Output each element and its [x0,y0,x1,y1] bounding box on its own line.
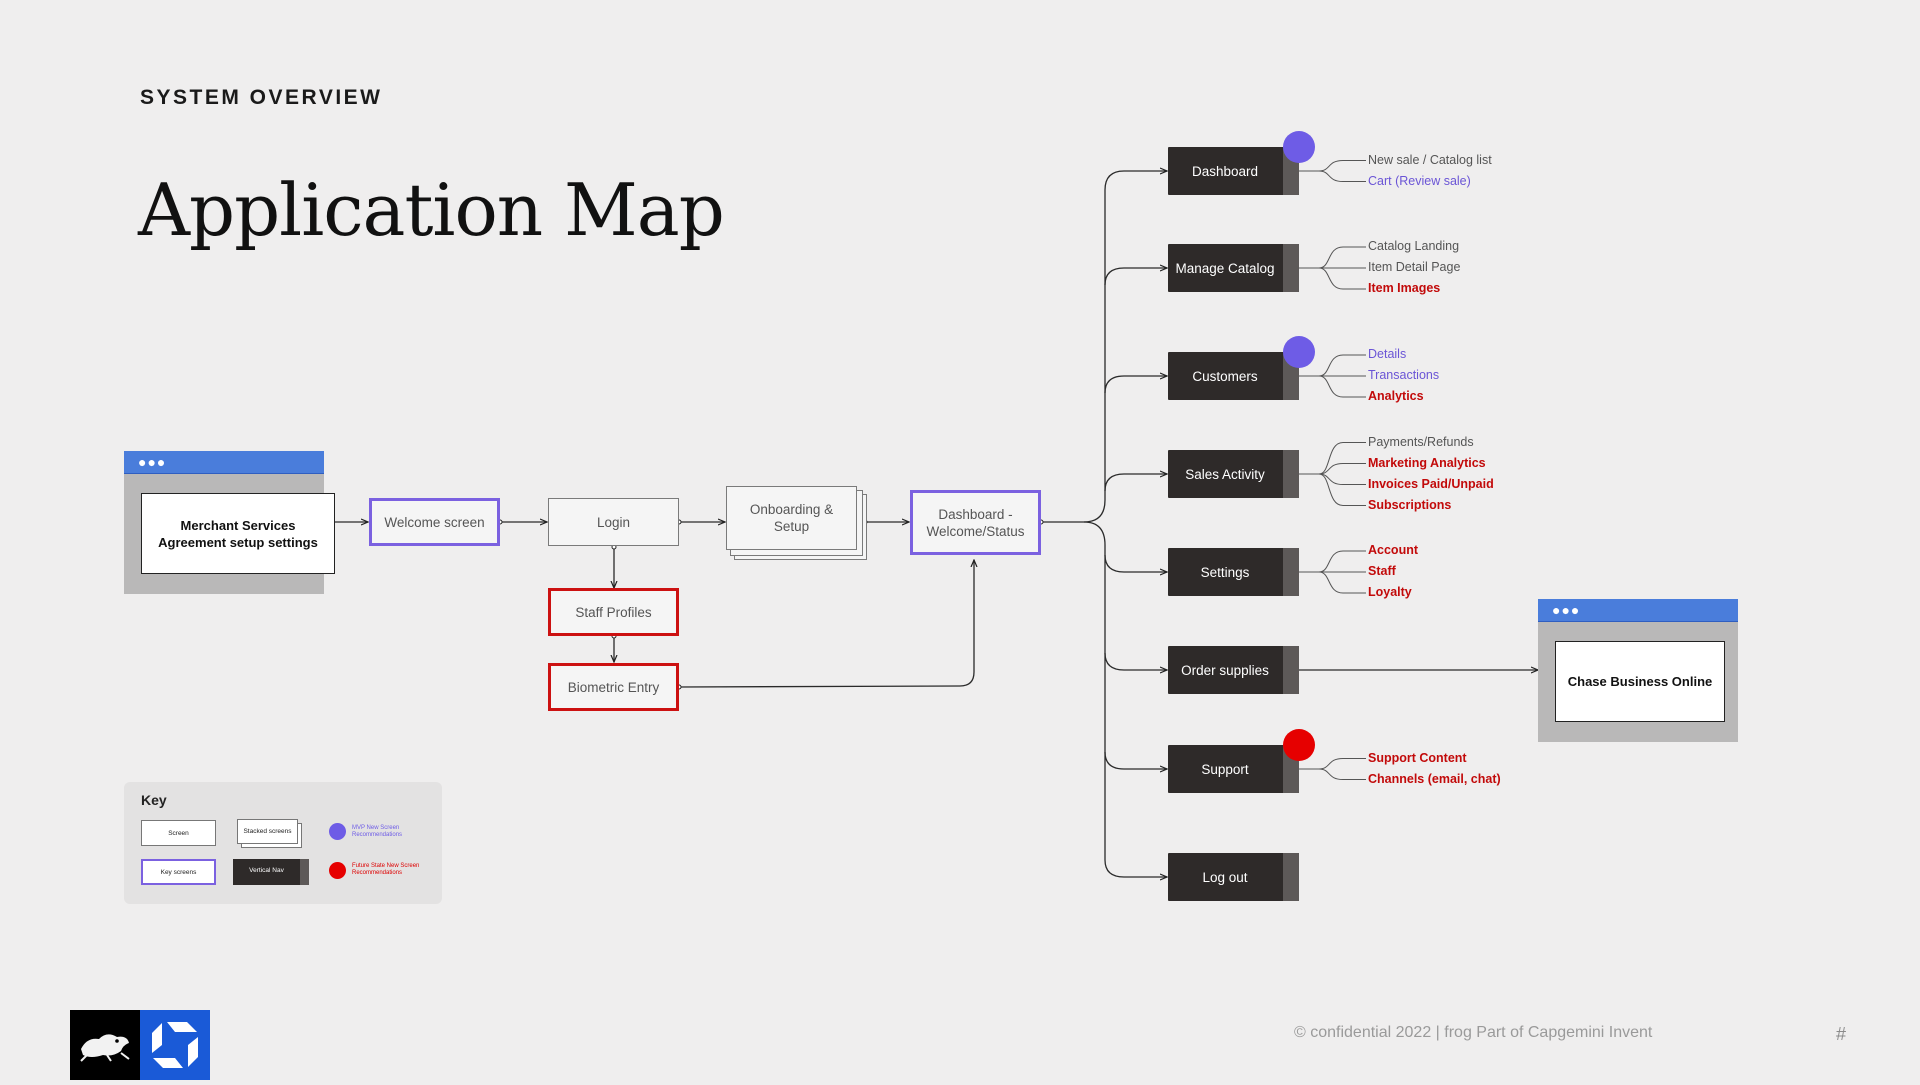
submenu-link[interactable]: Analytics [1368,389,1424,403]
nav-item-label: Dashboard [1191,163,1259,179]
page-title: Application Map [138,168,725,252]
mvp-recommendation-dot [1283,131,1315,163]
nav-item-label: Sales Activity [1185,466,1265,482]
submenu-connector [1318,758,1366,770]
onboarding-setup-screen[interactable]: Onboarding & Setup [726,486,857,550]
submenu-connector [1318,473,1366,506]
trunk [1041,171,1167,523]
legend-vertical-nav-label: Vertical Nav [249,867,284,874]
submenu-link[interactable]: Support Content [1368,750,1467,765]
browser-bar [1538,599,1738,622]
nav-item-tab [1283,244,1299,292]
merchant-browser-window: ●●● Merchant Services Agreement setup se… [124,451,335,594]
submenu-link[interactable]: Staff [1368,564,1396,578]
legend-mvp-text: MVP New Screen Recommendations [352,825,403,838]
nav-item-order-supplies[interactable]: Order supplies [1168,646,1299,694]
nav-item-label: Settings [1200,564,1250,580]
submenu-link[interactable]: Subscriptions [1368,497,1452,512]
legend-vertical-nav: Vertical Nav [233,859,309,885]
submenu-link[interactable]: Loyalty [1368,585,1412,599]
chase-business-online-screen[interactable]: Chase Business Online [1555,641,1725,722]
link-biometric-dashboard [678,560,974,688]
submenu-link[interactable]: Item Detail Page [1368,260,1461,274]
submenu-link[interactable]: Catalog Landing [1368,239,1460,253]
submenu-link[interactable]: Details [1368,347,1407,361]
nav-item-dashboard[interactable]: Dashboard [1168,147,1299,195]
submenu-link[interactable]: Cart (Review sale) [1368,173,1471,188]
nav-item-tab [1283,548,1299,596]
submenu-connector [1318,354,1366,377]
legend-title: Key [141,792,167,808]
submenu-connector [1318,463,1366,475]
nav-item-manage-catalog[interactable]: Manage Catalog [1168,244,1299,292]
eyebrow-label: SYSTEM OVERVIEW [140,86,383,109]
nav-item-tab [1283,853,1299,901]
submenu-link[interactable]: Transactions [1368,368,1440,382]
welcome-screen[interactable]: Welcome screen [369,498,500,546]
nav-item-label: Order supplies [1181,662,1269,678]
submenu-link[interactable]: Marketing Analytics [1368,455,1486,470]
submenu-link[interactable]: Invoices Paid/Unpaid [1368,476,1494,491]
submenu-connector [1318,550,1366,573]
future-state-dot [1283,729,1315,761]
nav-item-label: Log out [1202,869,1248,885]
page-number: # [1836,1024,1847,1044]
nav-item-label: Customers [1192,368,1258,384]
submenu-link[interactable]: New sale / Catalog list [1368,152,1492,167]
nav-item-customers[interactable]: Customers [1168,352,1299,400]
nav-item-tab [1283,646,1299,694]
submenu-connector [1318,267,1366,290]
chase-browser-window: ●●● Chase Business Online [1538,599,1738,742]
staff-profiles-screen[interactable]: Staff Profiles [548,588,679,636]
dashboard-welcome-status-screen[interactable]: Dashboard - Welcome/Status [910,490,1041,555]
legend-future-text: Future State New Screen Recommendations [352,863,420,876]
merchant-services-screen[interactable]: Merchant Services Agreement setup settin… [141,493,335,574]
submenu-connector [1318,768,1366,780]
nav-item-sales-activity[interactable]: Sales Activity [1168,450,1299,498]
nav-item-label: Support [1201,761,1249,777]
browser-bar [124,451,324,474]
nav-item-label: Manage Catalog [1175,260,1275,276]
nav-item-log-out[interactable]: Log out [1168,853,1299,901]
frog-logo-icon [70,1010,140,1080]
submenu-connector [1318,375,1366,398]
window-dots-icon: ●●● [1552,602,1581,618]
nav-item-support[interactable]: Support [1168,745,1299,793]
legend-mvp-dot [329,823,346,840]
chase-octagon-icon [140,1010,210,1080]
nav-item-tab [1283,450,1299,498]
submenu-link[interactable]: Account [1368,543,1418,557]
window-dots-icon: ●●● [138,454,167,470]
submenu-connector [1318,246,1366,269]
legend-future-dot [329,862,346,879]
submenu-connector [1318,571,1366,594]
submenu-link[interactable]: Payments/Refunds [1368,434,1474,449]
submenu-connector [1318,160,1366,172]
nav-item-settings[interactable]: Settings [1168,548,1299,596]
legend-screen: Screen [141,820,216,846]
mvp-recommendation-dot [1283,336,1315,368]
legend-key-screens: Key screens [141,859,216,885]
copyright-text: © confidential 2022 | frog Part of Capge… [1294,1024,1653,1041]
submenu-link[interactable]: Channels (email, chat) [1368,771,1501,786]
login-screen[interactable]: Login [548,498,679,546]
legend-stacked-screens: Stacked screens [237,819,298,844]
biometric-entry-screen[interactable]: Biometric Entry [548,663,679,711]
submenu-link[interactable]: Item Images [1368,281,1441,295]
submenu-connector [1318,442,1366,475]
submenu-connector [1318,170,1366,182]
